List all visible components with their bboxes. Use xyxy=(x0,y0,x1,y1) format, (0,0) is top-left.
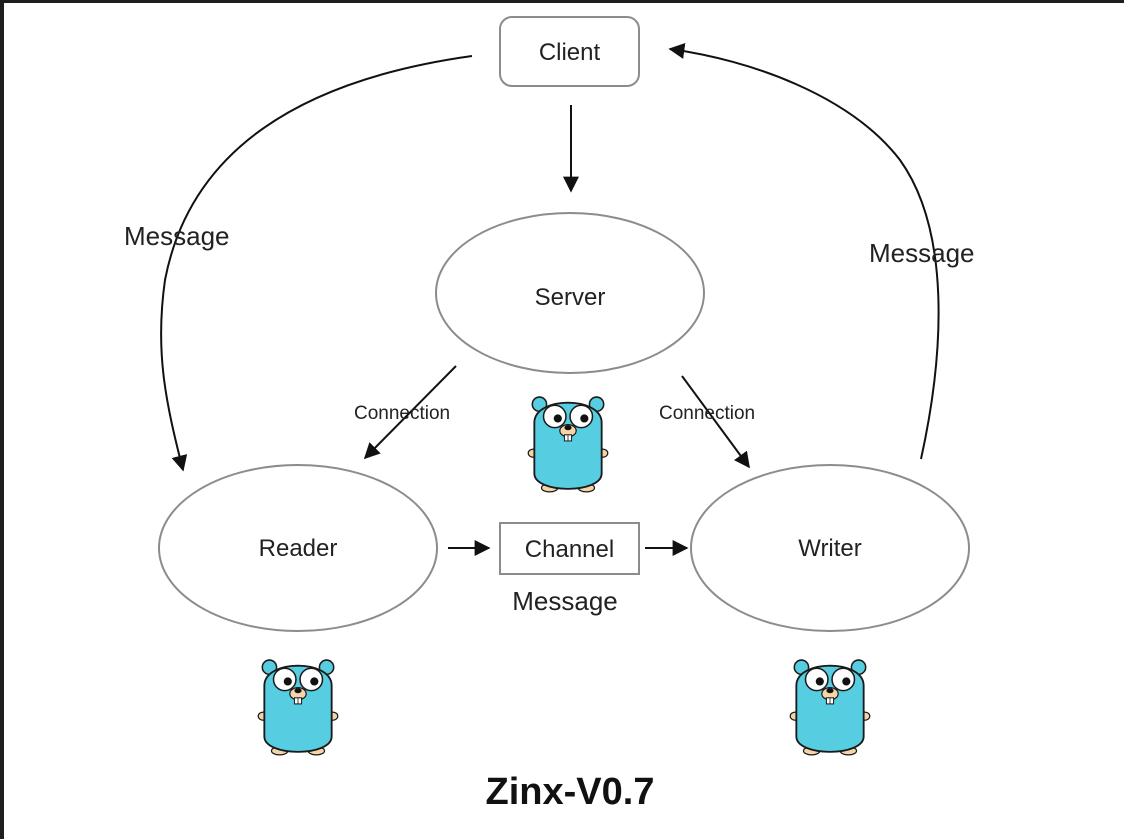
architecture-diagram: Client Server Message Message Connection… xyxy=(124,16,975,813)
client-label: Client xyxy=(539,39,601,66)
server-to-reader-arrow xyxy=(363,365,457,460)
server-to-writer-label: Connection xyxy=(659,403,755,424)
go-gopher-icon xyxy=(789,659,871,756)
server-to-reader-label: Connection xyxy=(354,403,450,424)
channel-label: Channel xyxy=(525,536,614,563)
channel-node xyxy=(499,522,640,575)
channel-message-label: Message xyxy=(512,586,618,616)
client-node xyxy=(499,16,640,87)
reader-node xyxy=(158,464,438,632)
writer-node xyxy=(690,464,970,632)
client-to-reader-arrow xyxy=(160,55,473,472)
go-gopher-icon xyxy=(257,659,339,756)
go-gopher-icon xyxy=(527,396,609,493)
writer-to-client-arrow xyxy=(668,43,940,460)
reader-label: Reader xyxy=(259,535,338,562)
diagram-title: Zinx-V0.7 xyxy=(486,771,655,813)
writer-to-client-label: Message xyxy=(869,238,975,268)
server-label: Server xyxy=(535,284,606,311)
server-node xyxy=(435,212,705,374)
diagram-canvas: Client Server Message Message Connection… xyxy=(4,3,1124,839)
client-to-reader-label: Message xyxy=(124,221,230,251)
server-to-writer-arrow xyxy=(681,375,750,469)
writer-label: Writer xyxy=(798,535,862,562)
